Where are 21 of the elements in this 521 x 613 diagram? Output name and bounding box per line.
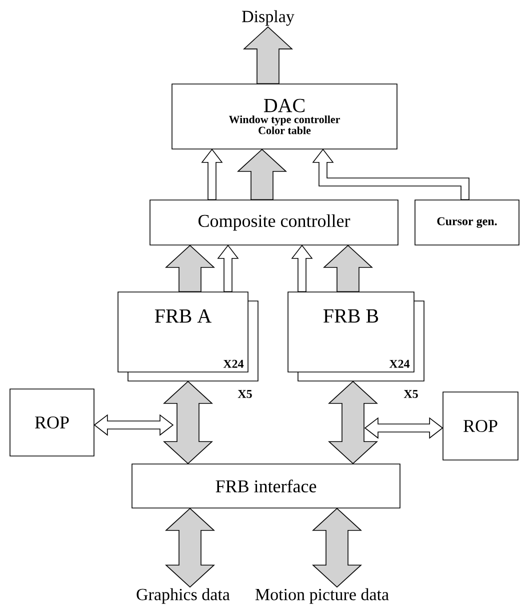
multiplier-label: X5 [238,390,252,398]
arrow [164,244,216,292]
arrow [312,148,470,200]
block-box: Composite controller [150,200,398,246]
arrow [242,26,294,84]
multiplier-label: X5 [404,390,418,398]
arrow [291,244,313,292]
block-box: ROP [442,392,518,460]
io-label: Display [242,10,294,26]
io-label: Graphics data [136,588,230,604]
block-box: ROP [10,388,94,456]
block-box: DAC Window type controller Color table [172,84,398,150]
arrow [322,244,374,292]
arrow [236,148,288,200]
arrow [201,148,223,200]
stacked-box: FRB A X24 [118,292,258,382]
stacked-box: FRB B X24 [288,292,424,382]
block-box: Cursor gen. [414,200,520,246]
io-label: Motion picture data [255,588,389,604]
arrow [217,244,239,292]
block-box: FRB interface [132,464,400,508]
